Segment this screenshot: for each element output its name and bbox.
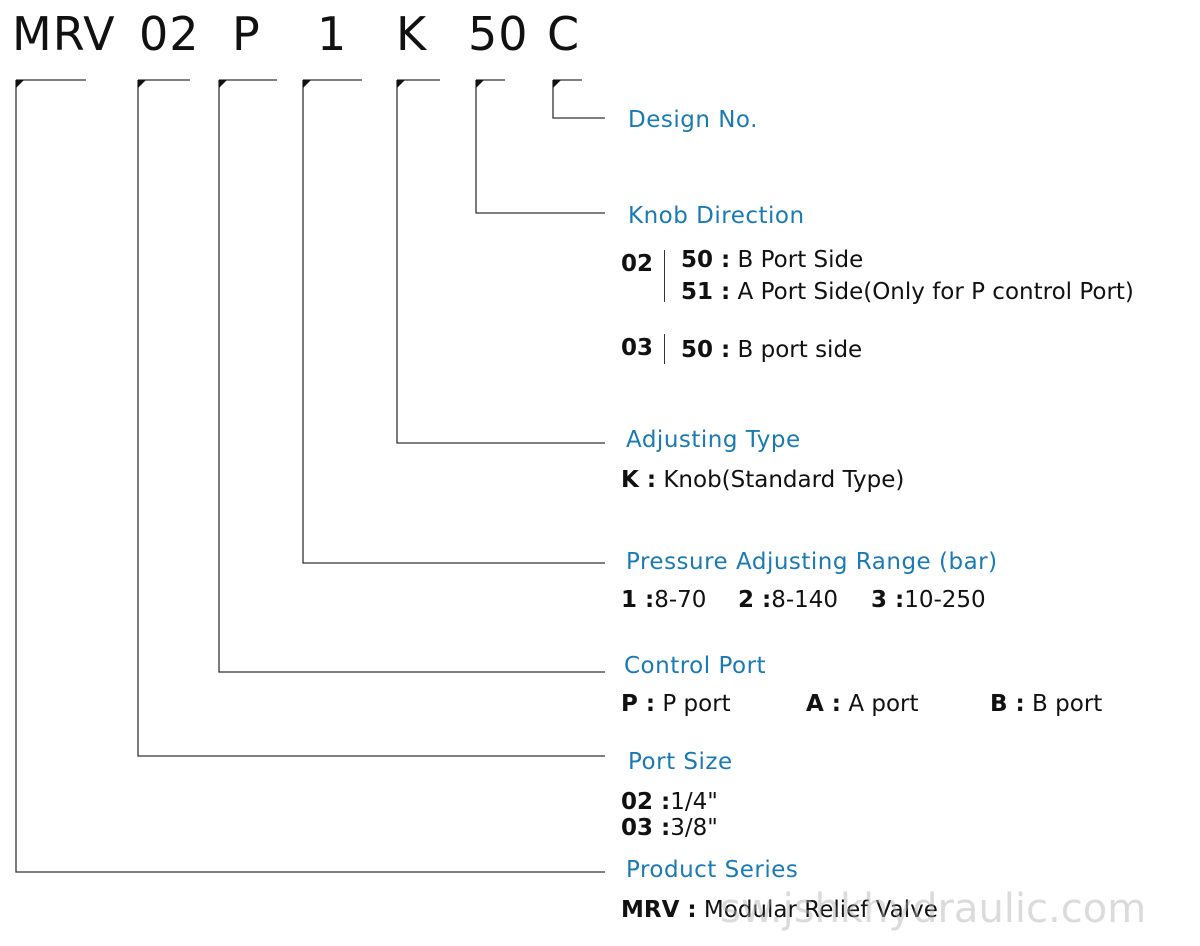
control-port-b: B : B port [990, 691, 1103, 717]
code-pressure-range: 1 [317, 7, 348, 61]
knob-02-option-50: 50 : B Port Side [681, 247, 864, 273]
tick-mark [476, 80, 484, 88]
design-no-heading: Design No. [628, 107, 758, 133]
pressure-range-2: 2 :8-140 [738, 587, 839, 613]
product-series-mrv: MRV : Modular Relief Valve [621, 897, 938, 923]
knob-02-option-51: 51 : A Port Side(Only for P control Port… [681, 279, 1134, 305]
adjusting-type-k: K : Knob(Standard Type) [621, 467, 905, 493]
pressure-range-heading: Pressure Adjusting Range (bar) [626, 549, 998, 575]
knob-direction-heading: Knob Direction [628, 203, 805, 229]
code-design-no: C [547, 7, 581, 61]
connector-pressure-range [302, 79, 605, 564]
watermark: sw.jshkhydraulic.com [720, 886, 1147, 932]
tick-mark [303, 80, 311, 88]
tick-mark [397, 80, 405, 88]
connector-control-port [218, 79, 605, 673]
tick-mark [16, 80, 24, 88]
connector-adjusting-type [396, 79, 605, 444]
tick-mark [138, 80, 146, 88]
connector-design [552, 79, 605, 119]
knob-size-02: 02 [621, 251, 654, 277]
control-port-heading: Control Port [624, 653, 767, 679]
connector-knob-direction [475, 79, 605, 214]
knob-size-03: 03 [621, 335, 654, 361]
code-adjusting-type: K [396, 7, 428, 61]
adjusting-type-heading: Adjusting Type [626, 427, 801, 453]
code-control-port: P [232, 7, 261, 61]
knob-03-option-50: 50 : B port side [681, 337, 863, 363]
port-size-03: 03 :3/8" [621, 815, 718, 841]
code-port-size: 02 [139, 7, 200, 61]
control-port-p: P : P port [621, 691, 731, 717]
knob-02-divider [664, 250, 665, 302]
knob-03-divider [664, 334, 665, 364]
code-knob-direction: 50 [468, 7, 529, 61]
pressure-range-1: 1 :8-70 [621, 587, 707, 613]
tick-mark [553, 80, 561, 88]
code-series: MRV [12, 7, 116, 61]
product-series-heading: Product Series [626, 857, 799, 883]
connector-product-series [15, 79, 605, 873]
tick-mark [219, 80, 227, 88]
port-size-02: 02 :1/4" [621, 789, 718, 815]
pressure-range-3: 3 :10-250 [871, 587, 986, 613]
control-port-a: A : A port [806, 691, 919, 717]
port-size-heading: Port Size [628, 749, 733, 775]
connector-port-size [137, 79, 605, 757]
